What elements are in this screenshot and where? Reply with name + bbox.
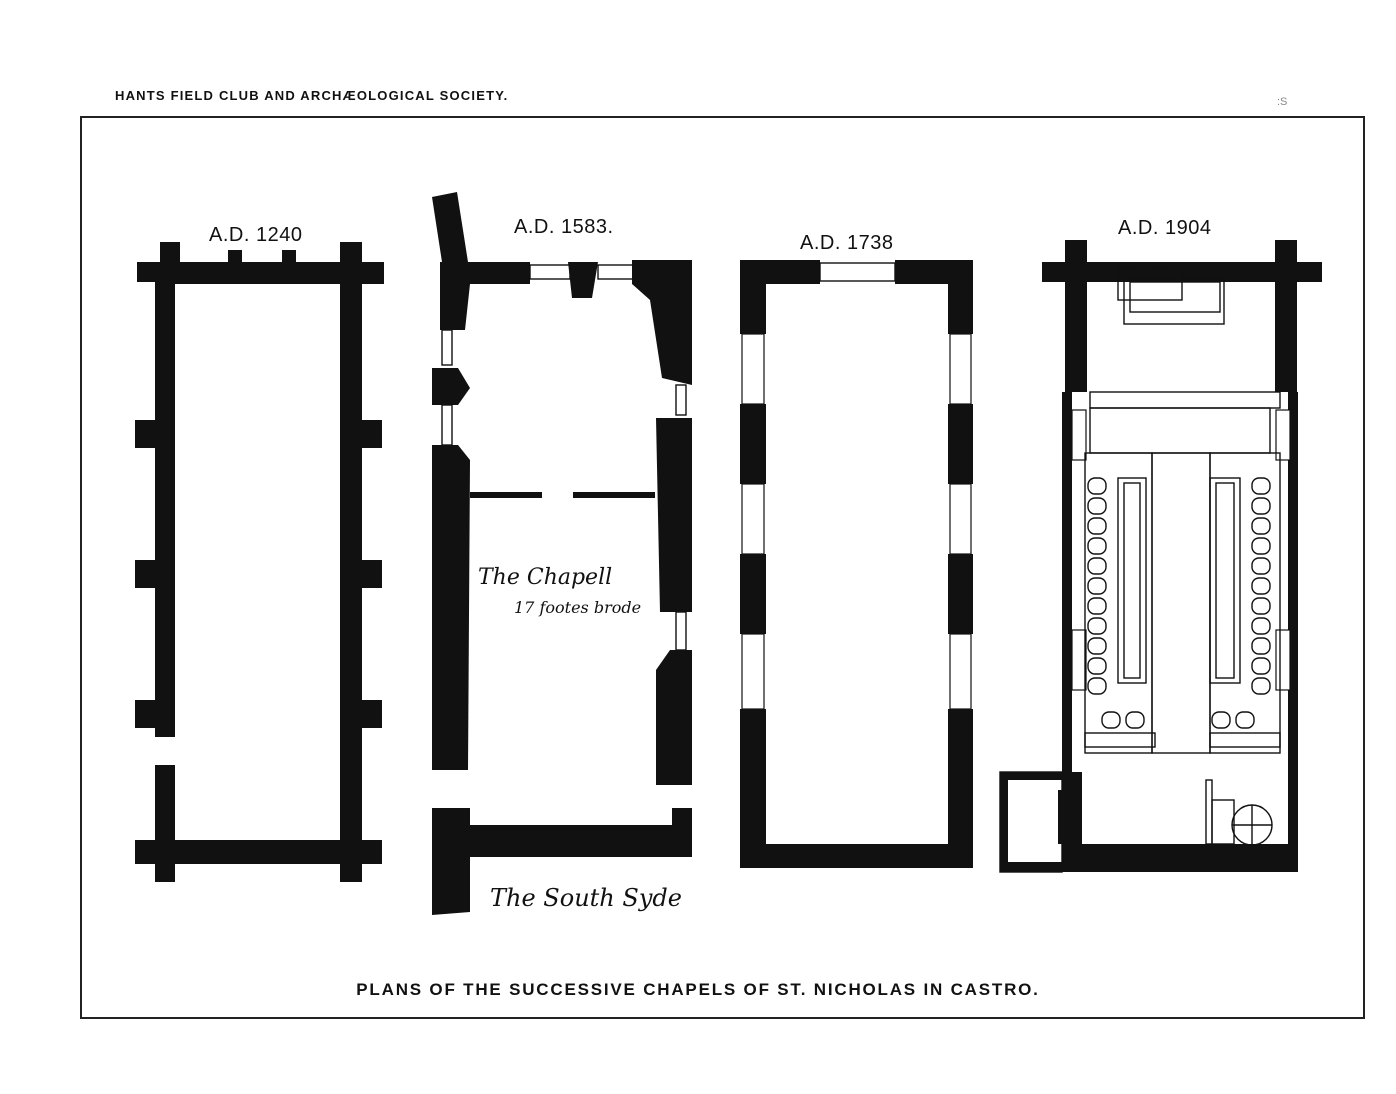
plan-1904: [999, 240, 1322, 873]
annotation-width: 17 footes brode: [514, 598, 642, 617]
plate-caption: PLANS OF THE SUCCESSIVE CHAPELS OF ST. N…: [356, 980, 1040, 999]
plan-1583: [432, 192, 692, 915]
plan-1240: [135, 242, 384, 882]
plan-title-1904: A.D. 1904: [1118, 217, 1212, 239]
plan-title-1240: A.D. 1240: [209, 224, 303, 246]
journal-header: HANTS FIELD CLUB AND ARCHÆOLOGICAL SOCIE…: [115, 88, 509, 103]
plan-title-1738: A.D. 1738: [800, 232, 894, 254]
plate-frame: [80, 116, 1365, 1019]
plan-1738: [740, 260, 973, 868]
plan-title-1583: A.D. 1583.: [514, 216, 614, 238]
annotation-south-syde: The South Syde: [490, 884, 682, 912]
annotation-the-chapell: The Chapell: [478, 565, 613, 590]
page-mark: :S: [1277, 96, 1288, 108]
